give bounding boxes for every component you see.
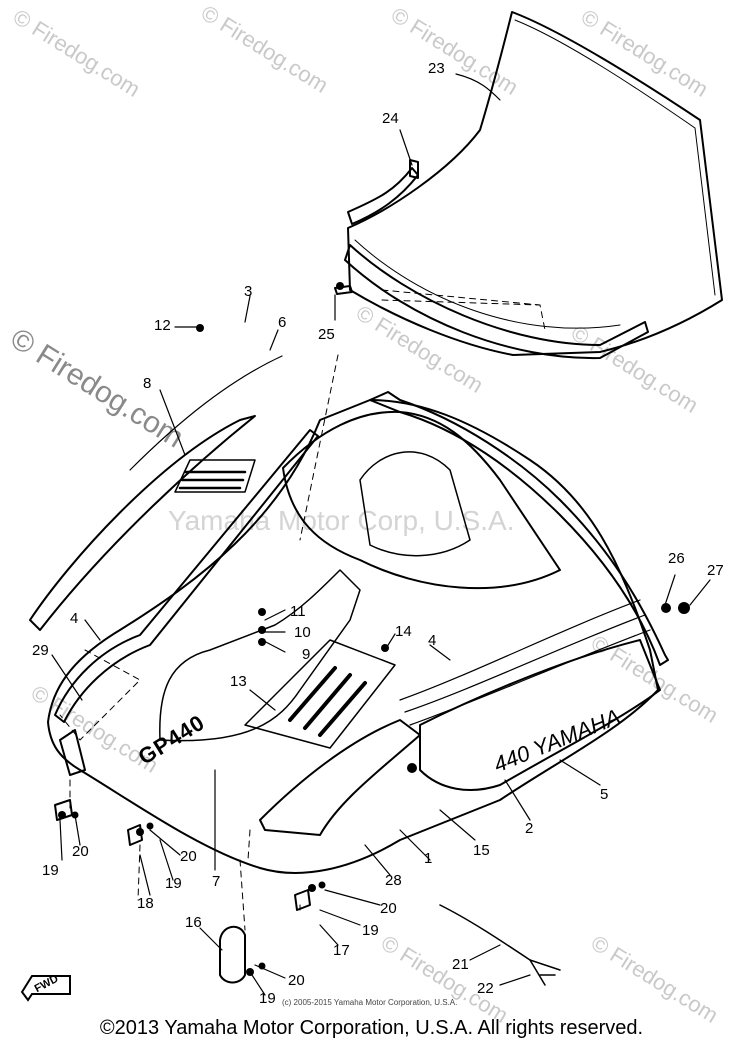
callout-22: 22 [477,980,494,997]
callout-14: 14 [395,623,412,640]
callout-21: 21 [452,956,469,973]
callout-23: 23 [428,60,445,77]
callout-15: 15 [473,842,490,859]
callout-20: 20 [180,848,197,865]
callout-11: 11 [290,603,306,620]
callout-10: 10 [294,624,311,641]
callout-8: 8 [143,375,152,392]
callout-29: 29 [32,642,49,659]
callout-25: 25 [318,326,335,343]
callout-20: 20 [380,900,397,917]
callout-16: 16 [185,914,202,931]
callout-27: 27 [707,562,724,579]
callout-19: 19 [259,990,276,1007]
callout-7: 7 [212,873,221,890]
callout-12: 12 [154,317,171,334]
callout-3: 3 [244,283,253,300]
callout-9: 9 [302,646,311,663]
callout-2: 2 [525,820,534,837]
small-copyright: (c) 2005-2015 Yamaha Motor Corporation, … [282,998,458,1007]
copyright-notice: ©2013 Yamaha Motor Corporation, U.S.A. A… [99,1017,644,1039]
callout-4: 4 [70,610,79,627]
callout-1: 1 [424,850,433,867]
callout-17: 17 [333,942,350,959]
callout-19: 19 [165,875,182,892]
callout-19: 19 [42,862,59,879]
callout-26: 26 [668,550,685,567]
callout-20: 20 [72,843,89,860]
callout-13: 13 [230,673,247,690]
callout-4: 4 [428,632,437,649]
callout-5: 5 [600,786,609,803]
callout-24: 24 [382,110,399,127]
callout-18: 18 [137,895,154,912]
fwd-arrow-icon [20,975,71,1002]
callout-28: 28 [385,872,402,889]
callout-20: 20 [288,972,305,989]
callout-6: 6 [278,314,287,331]
callout-19: 19 [362,922,379,939]
